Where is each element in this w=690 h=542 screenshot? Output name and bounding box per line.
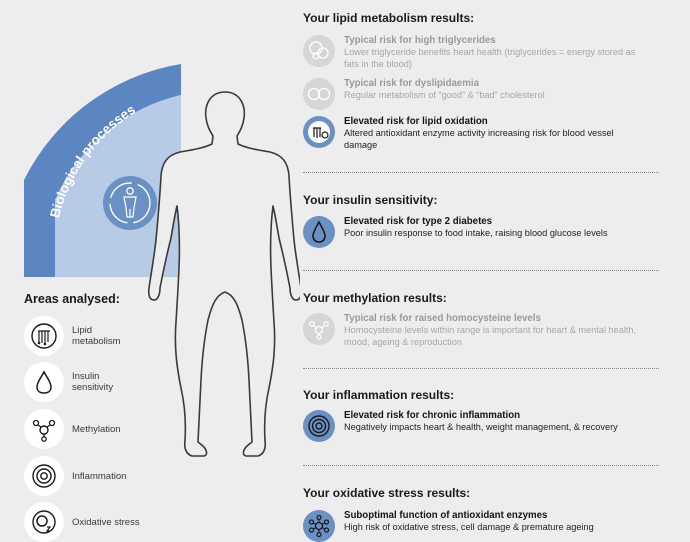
- result-heading: Suboptimal function of antioxidant enzym…: [344, 510, 548, 521]
- area-item-methylation: Methylation: [24, 409, 174, 449]
- result-heading: Elevated risk for lipid oxidation: [344, 116, 488, 127]
- result-description: Poor insulin response to food intake, ra…: [344, 228, 608, 238]
- arc-band: [24, 64, 181, 277]
- result-type2-diabetes: Elevated risk for type 2 diabetes Poor i…: [303, 216, 673, 248]
- area-item-lipid: Lipid metabolism: [24, 316, 174, 356]
- result-heading: Typical risk for high triglycerides: [344, 35, 496, 46]
- section-title-methylation: Your methylation results:: [303, 291, 447, 305]
- result-description: Regular metabolism of “good” & “bad” cho…: [344, 90, 545, 100]
- areas-analysed-title: Areas analysed:: [24, 292, 120, 306]
- lipid-icon: [24, 316, 64, 356]
- result-heading: Elevated risk for chronic inflammation: [344, 410, 521, 421]
- human-cycle-icon: [103, 176, 157, 230]
- result-dyslipidaemia: Typical risk for dyslipidaemia Regular m…: [303, 78, 673, 110]
- section-divider: [303, 465, 659, 466]
- human-body-outline: [147, 91, 300, 457]
- droplet-icon: [24, 362, 64, 402]
- section-title-insulin: Your insulin sensitivity:: [303, 193, 438, 207]
- result-heading: Typical risk for dyslipidaemia: [344, 78, 479, 89]
- result-chronic-inflammation: Elevated risk for chronic inflammation N…: [303, 410, 673, 442]
- result-heading: Typical risk for raised homocysteine lev…: [344, 313, 541, 324]
- lipid-oxidation-icon: [303, 116, 335, 148]
- section-title-lipid: Your lipid metabolism results:: [303, 11, 475, 25]
- target-rings-icon: [303, 410, 335, 442]
- area-item-oxidative: Oxidative stress: [24, 502, 174, 542]
- result-description: Lower triglyceride benefits heart health…: [344, 47, 636, 69]
- result-heading: Elevated risk for type 2 diabetes: [344, 216, 493, 227]
- molecule-network-icon: [303, 510, 335, 542]
- area-item-insulin: Insulin sensitivity: [24, 362, 174, 402]
- droplet-icon: [303, 216, 335, 248]
- area-label: Insulin sensitivity: [72, 371, 114, 393]
- target-rings-icon: [24, 456, 64, 496]
- result-description: High risk of oxidative stress, cell dama…: [344, 522, 594, 532]
- molecule-icon: [24, 409, 64, 449]
- molecule-icon: [303, 313, 335, 345]
- result-lipid-oxidation: Elevated risk for lipid oxidation Altere…: [303, 116, 673, 151]
- area-label: Inflammation: [72, 470, 127, 482]
- section-title-inflammation: Your inflammation results:: [303, 388, 455, 402]
- section-divider: [303, 172, 659, 173]
- area-label: Oxidative stress: [72, 516, 140, 528]
- triglyceride-icon: [303, 35, 335, 67]
- result-homocysteine: Typical risk for raised homocysteine lev…: [303, 313, 673, 348]
- result-description: Negatively impacts heart & health, weigh…: [344, 422, 618, 432]
- cholesterol-icon: [303, 78, 335, 110]
- result-triglycerides: Typical risk for high triglycerides Lowe…: [303, 35, 673, 70]
- area-label: Methylation: [72, 423, 121, 435]
- area-item-inflammation: Inflammation: [24, 456, 174, 496]
- section-divider: [303, 270, 659, 271]
- oxygen-icon: [24, 502, 64, 542]
- area-label: Lipid metabolism: [72, 325, 121, 347]
- biological-processes-graphic: Biological processes: [24, 64, 300, 457]
- section-divider: [303, 368, 659, 369]
- result-description: Homocysteine levels within range is impo…: [344, 325, 637, 347]
- result-description: Altered antioxidant enzyme activity incr…: [344, 128, 614, 150]
- section-title-oxidative: Your oxidative stress results:: [303, 486, 471, 500]
- result-antioxidant-enzymes: Suboptimal function of antioxidant enzym…: [303, 510, 673, 542]
